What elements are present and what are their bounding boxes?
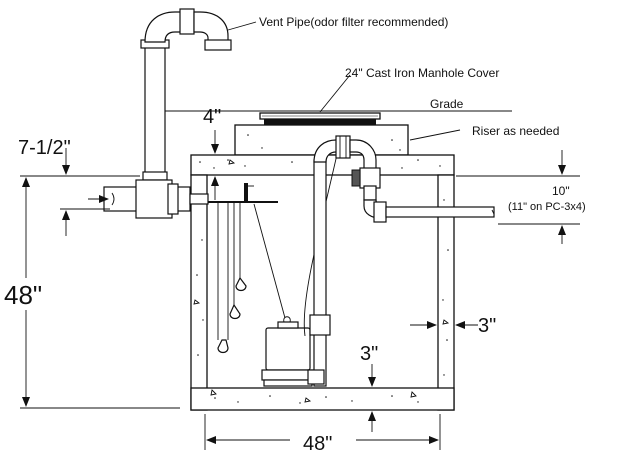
inlet-depth-dimension: 7-1/2" xyxy=(18,137,140,236)
inlet-pipe xyxy=(88,179,209,219)
riser-leader xyxy=(409,129,461,141)
height-value: 48" xyxy=(4,280,42,310)
width-value: 48" xyxy=(303,433,332,455)
float-switch-assembly xyxy=(208,183,286,354)
lid-thickness-value: 4" xyxy=(203,106,221,128)
grade-label: Grade xyxy=(430,97,464,111)
vent-pipe-leader xyxy=(227,21,257,31)
vent-pipe-label: Vent Pipe(odor filter recommended) xyxy=(259,15,448,29)
inlet-depth-value: 7-1/2" xyxy=(18,137,71,159)
basin-left-wall xyxy=(190,174,208,411)
sewage-pump xyxy=(261,149,339,387)
wall-thickness-value: 3" xyxy=(478,315,496,337)
discharge-depth-note: (11" on PC-3x4) xyxy=(508,201,586,213)
floor-thickness-value: 3" xyxy=(360,343,378,365)
manhole-cover-leader xyxy=(319,74,351,113)
floor-thickness-dimension: 3" xyxy=(360,343,378,432)
manhole-cover-label: 24" Cast Iron Manhole Cover xyxy=(345,66,499,80)
discharge-depth-dimension: 10" (11" on PC-3x4) xyxy=(456,150,586,244)
basin-floor xyxy=(190,387,455,411)
concrete-texture xyxy=(193,134,450,404)
riser-label: Riser as needed xyxy=(472,124,559,138)
lid-thickness-dimension: 4" xyxy=(203,106,221,200)
wall-thickness-dimension: 3" xyxy=(410,315,496,337)
discharge-depth-value: 10" xyxy=(552,184,570,198)
width-dimension: 48" xyxy=(204,414,441,455)
manhole-cover xyxy=(259,112,381,125)
discharge-pipe xyxy=(307,135,495,387)
vent-pipe xyxy=(140,8,232,181)
height-dimension: 48" xyxy=(4,177,180,409)
